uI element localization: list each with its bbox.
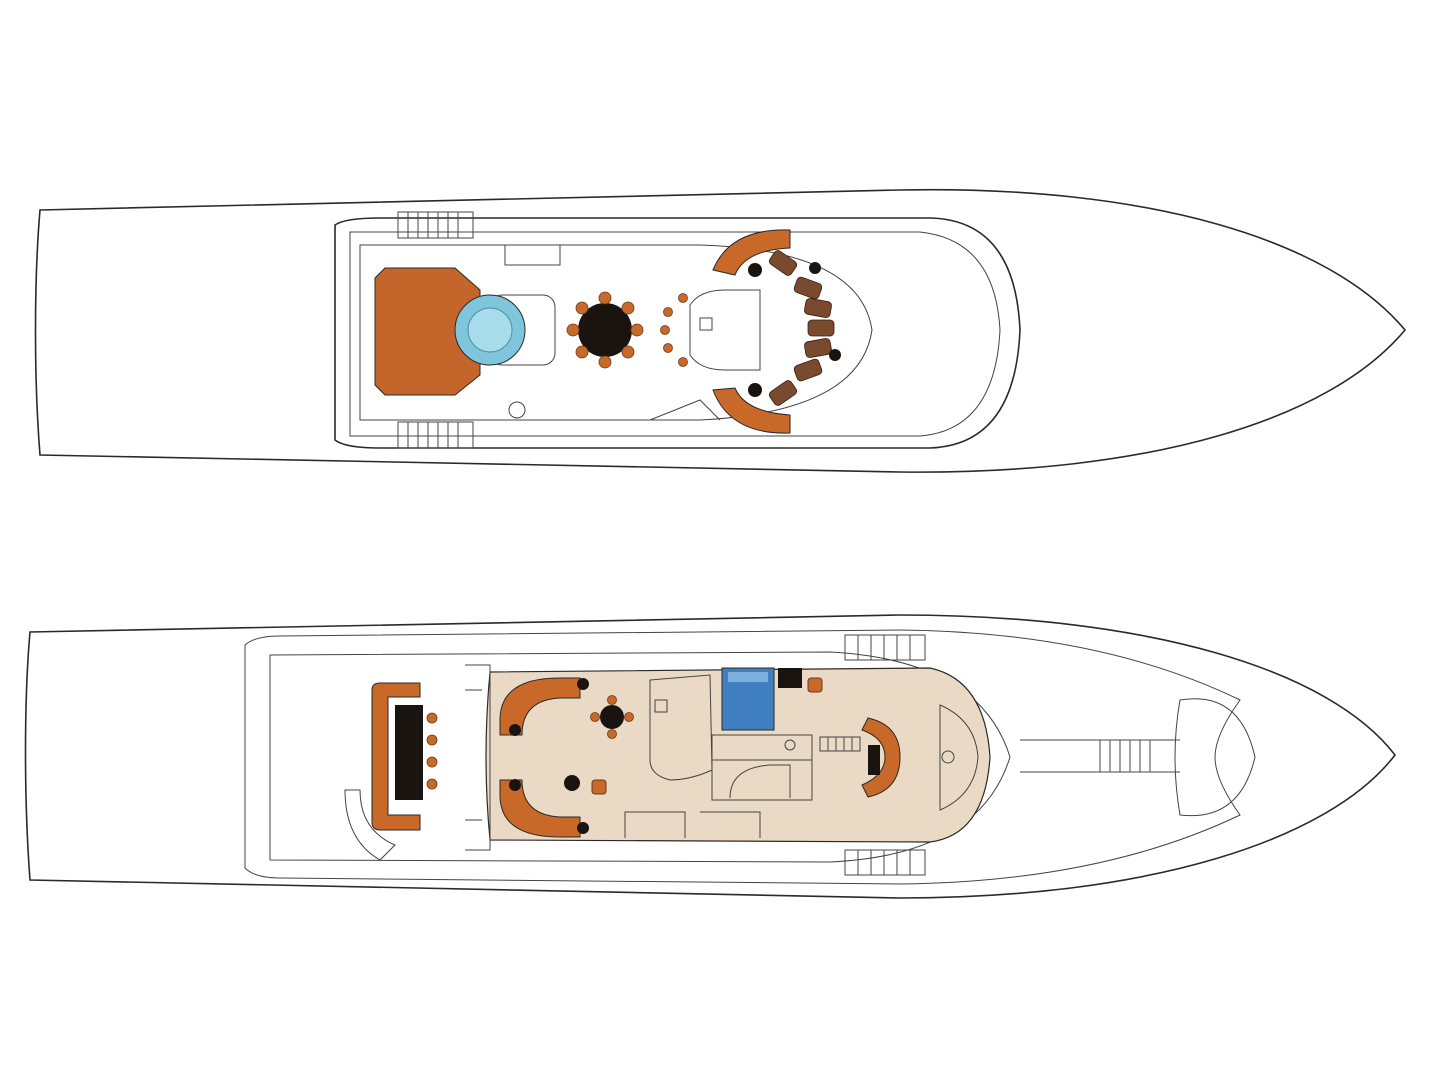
bridge-deck-outer-rail <box>244 629 1241 885</box>
dining-table <box>566 291 644 369</box>
foredeck-recess <box>1174 698 1256 817</box>
saloon-tables <box>509 678 589 834</box>
stair-steps-top <box>397 211 474 239</box>
stair-steps-bottom <box>397 421 474 449</box>
wheelhouse-stairs <box>819 736 861 752</box>
helm-chair <box>941 750 955 764</box>
sun-deck-hull <box>34 188 1407 473</box>
jacuzzi <box>454 294 556 366</box>
bar-counter <box>504 244 561 266</box>
bar-sink <box>654 699 668 713</box>
side-tables <box>748 262 841 397</box>
spiral-stair <box>649 399 721 421</box>
games-table <box>590 695 634 739</box>
interior-stair <box>729 764 791 799</box>
stools <box>660 293 688 367</box>
helm-console <box>689 289 761 371</box>
desk <box>778 668 802 688</box>
armchair <box>591 779 607 795</box>
wheelhouse-settee <box>861 717 901 798</box>
bridge-deck-plan <box>24 614 1397 899</box>
hatch <box>508 401 526 419</box>
sun-deck-plan <box>34 188 1407 473</box>
fore-stairs <box>1099 739 1151 773</box>
side-stairs-bottom <box>844 849 926 876</box>
aft-stools <box>426 712 438 790</box>
sun-deck-superstructure <box>334 217 1021 449</box>
toilet <box>784 739 796 751</box>
bar-area <box>649 674 713 781</box>
helm-console <box>939 704 979 811</box>
saloon-sofa-bottom <box>499 779 581 838</box>
wheelhouse-table <box>868 745 880 775</box>
bed-pillows <box>728 672 768 682</box>
aft-stair <box>344 789 396 861</box>
sun-loungers <box>768 250 835 406</box>
bridge-deck-hull <box>24 614 1397 899</box>
curved-settee-bottom <box>712 387 791 434</box>
heads-and-stairwell <box>711 734 813 801</box>
aft-table <box>395 705 423 800</box>
sunpad <box>374 267 481 396</box>
helm-seat <box>699 317 713 331</box>
saloon-sofa-top <box>499 677 581 736</box>
bridge-deck-inner-rail <box>269 651 1011 863</box>
dining-chairs <box>566 291 644 369</box>
sun-deck-inner-rail <box>349 231 1001 437</box>
desk-chair <box>807 677 823 693</box>
side-stairs-top <box>844 634 926 661</box>
aft-doors <box>465 664 491 851</box>
aft-settee <box>371 682 421 831</box>
day-heads <box>624 811 761 838</box>
curved-settee-top <box>712 229 791 276</box>
